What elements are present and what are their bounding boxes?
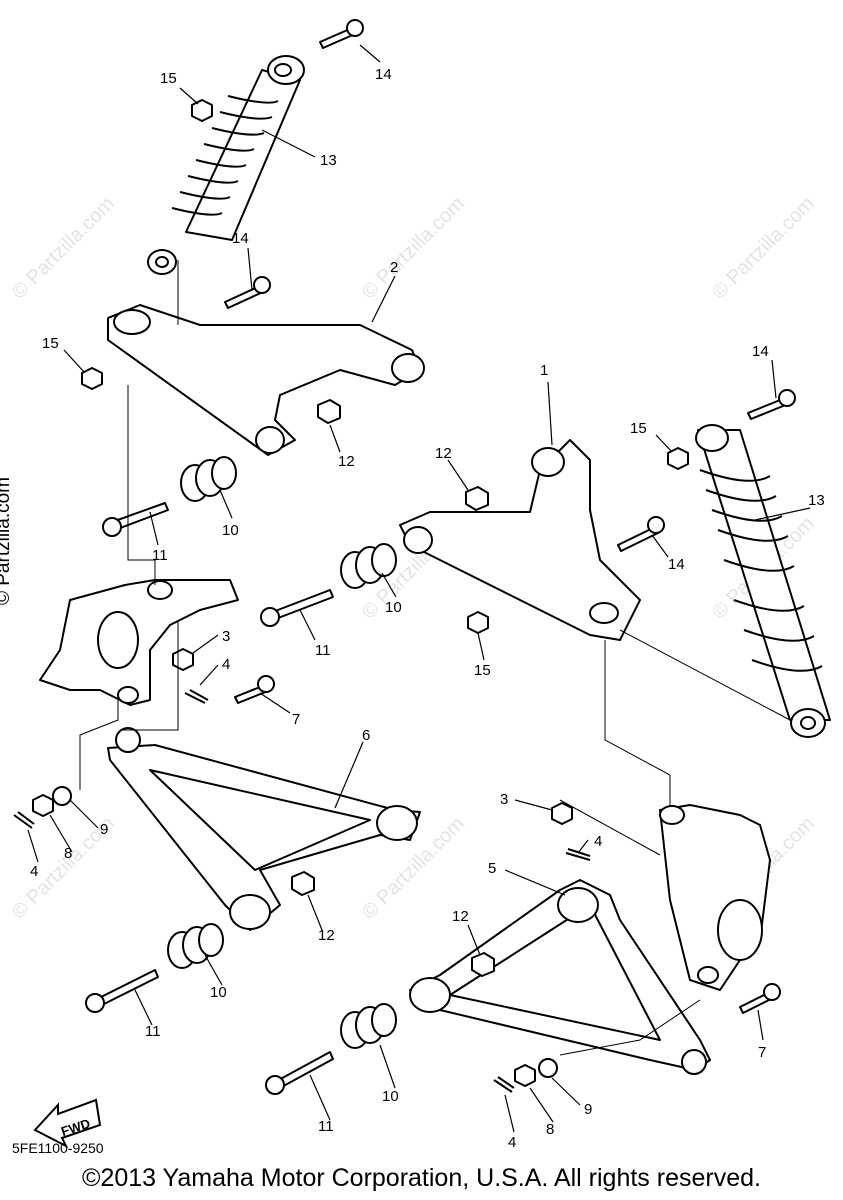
side-watermark: © Partzilla.com <box>0 476 15 605</box>
bolt <box>747 389 796 420</box>
shock-absorber-right <box>695 424 831 738</box>
upper-arm-right <box>399 439 641 641</box>
callout-14: 14 <box>232 230 249 247</box>
cotter-pin <box>565 848 591 861</box>
callout-10: 10 <box>210 984 227 1001</box>
callout-11: 11 <box>145 1023 161 1040</box>
bushing <box>167 923 224 969</box>
callout-8: 8 <box>546 1121 554 1138</box>
knuckle-right <box>659 804 771 991</box>
callout-4: 4 <box>222 656 230 673</box>
knuckle-left <box>39 579 239 706</box>
callout-15: 15 <box>160 70 177 87</box>
bolt <box>224 276 271 309</box>
callout-12: 12 <box>435 445 452 462</box>
callout-14: 14 <box>375 66 392 83</box>
bolt <box>260 589 334 627</box>
callout-12: 12 <box>318 927 335 944</box>
callout-3: 3 <box>500 791 508 808</box>
leader-lines <box>27 44 811 1133</box>
nut <box>471 952 495 977</box>
callout-13: 13 <box>320 152 337 169</box>
shock-absorber-left <box>147 55 305 275</box>
callout-15: 15 <box>630 420 647 437</box>
callout-5: 5 <box>488 860 496 877</box>
callout-3: 3 <box>222 628 230 645</box>
bushing <box>340 1003 397 1049</box>
bolt <box>234 675 275 704</box>
forward-arrow-icon: FWD <box>33 1098 102 1149</box>
bolt <box>265 1051 334 1095</box>
nut <box>317 399 341 424</box>
callout-4: 4 <box>594 833 602 850</box>
assembly-lines <box>79 260 791 1056</box>
callout-14: 14 <box>752 343 769 360</box>
upper-arm-left <box>107 304 425 456</box>
watermark: © Partzilla.com <box>708 193 819 304</box>
callout-12: 12 <box>338 453 355 470</box>
lower-arm-left <box>107 727 421 931</box>
washer <box>52 786 72 806</box>
copyright-notice: ©2013 Yamaha Motor Corporation, U.S.A. A… <box>82 1164 761 1192</box>
callout-8: 8 <box>64 845 72 862</box>
callout-9: 9 <box>100 821 108 838</box>
bushing <box>340 543 397 589</box>
callout-10: 10 <box>385 599 402 616</box>
callout-14: 14 <box>668 556 685 573</box>
callout-1: 1 <box>540 362 548 379</box>
callout-12: 12 <box>452 908 469 925</box>
callout-7: 7 <box>758 1044 766 1061</box>
callout-11: 11 <box>315 642 331 659</box>
callout-15: 15 <box>474 662 491 679</box>
nut <box>191 99 213 122</box>
callout-numbers: 15 14 13 14 2 15 12 10 11 1 12 14 15 13 … <box>30 66 825 1151</box>
bolt <box>102 502 169 537</box>
washer <box>538 1058 558 1078</box>
bolt <box>85 969 159 1013</box>
nut <box>172 648 194 671</box>
bolt <box>617 516 665 552</box>
callout-6: 6 <box>362 727 370 744</box>
nut <box>467 611 489 634</box>
bushing <box>180 456 237 502</box>
nut <box>551 802 573 825</box>
bolt <box>739 983 781 1014</box>
callout-4: 4 <box>508 1134 516 1151</box>
callout-4: 4 <box>30 863 38 880</box>
callout-15: 15 <box>42 335 59 352</box>
callout-11: 11 <box>152 547 168 564</box>
cotter-pin <box>184 689 209 704</box>
callout-7: 7 <box>292 711 300 728</box>
callout-11: 11 <box>318 1118 334 1135</box>
nut <box>32 794 54 817</box>
bolt <box>319 19 364 49</box>
callout-10: 10 <box>382 1088 399 1105</box>
callout-13: 13 <box>808 492 825 509</box>
callout-2: 2 <box>390 259 398 276</box>
cotter-pin <box>493 1076 515 1093</box>
nut <box>81 367 103 390</box>
watermark: © Partzilla.com <box>358 193 469 304</box>
watermark: © Partzilla.com <box>8 193 119 304</box>
callout-10: 10 <box>222 522 239 539</box>
lower-arm-right <box>409 879 711 1075</box>
diagram-code: 5FE1100-9250 <box>12 1140 104 1156</box>
cotter-pin <box>13 811 35 829</box>
callout-9: 9 <box>584 1101 592 1118</box>
nut <box>514 1064 536 1087</box>
nut <box>667 447 689 470</box>
nut <box>291 871 315 896</box>
nut <box>465 486 489 511</box>
